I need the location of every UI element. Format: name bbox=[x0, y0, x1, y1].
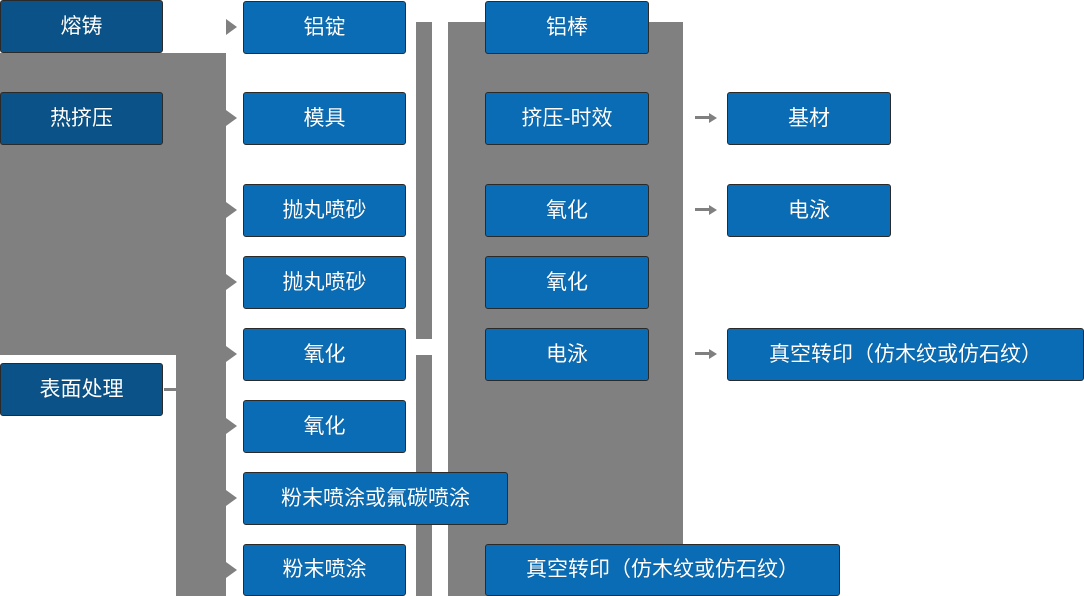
left-backbone-lower bbox=[176, 355, 226, 596]
connector-to-dianyong2 bbox=[695, 208, 709, 211]
node-fenmo-pentu-huotan[interactable]: 粉末喷涂或氟碳喷涂 bbox=[243, 472, 508, 525]
arrow-down-rongzhu-rejiya bbox=[70, 74, 86, 85]
node-fenmo-pentu-label: 粉末喷涂 bbox=[282, 558, 367, 582]
node-zhenkong-zhuanyin-2[interactable]: 真空转印（仿木纹或仿石纹） bbox=[727, 328, 1084, 381]
connector-to-jicai bbox=[695, 116, 709, 119]
tick-line-4 bbox=[432, 245, 452, 248]
tick-line-3 bbox=[432, 181, 452, 184]
arrow-down-to-biaomian bbox=[70, 330, 86, 341]
node-lubang[interactable]: 铝棒 bbox=[485, 1, 649, 54]
node-yanghua-1[interactable]: 氧化 bbox=[243, 328, 406, 381]
node-yanghua-3[interactable]: 氧化 bbox=[485, 184, 649, 237]
node-zhenkong-zhuanyin-1-label: 真空转印（仿木纹或仿石纹） bbox=[526, 558, 799, 582]
connector-biaomian-to-backbone bbox=[164, 388, 186, 391]
node-jiya-shixiao-label: 挤压-时效 bbox=[521, 106, 613, 130]
arrow-right-to-yanghua1 bbox=[226, 346, 237, 362]
node-lubang-label: 铝棒 bbox=[546, 15, 588, 39]
arrow-right-to-paowan1 bbox=[226, 202, 237, 218]
node-yanghua-1-label: 氧化 bbox=[303, 342, 346, 366]
node-dianyong-1[interactable]: 电泳 bbox=[485, 328, 649, 381]
node-paowan-penisha-2-label: 抛丸喷砂 bbox=[282, 270, 367, 294]
node-yanghua-2-label: 氧化 bbox=[303, 414, 346, 438]
node-yanghua-4-label: 氧化 bbox=[546, 270, 588, 294]
arrowhead-to-zhenkong2 bbox=[709, 349, 717, 359]
arrow-right-to-yanghua2 bbox=[226, 418, 237, 434]
node-fenmo-pentu[interactable]: 粉末喷涂 bbox=[243, 544, 406, 596]
node-dianyong-2-label: 电泳 bbox=[788, 198, 830, 222]
node-yanghua-2[interactable]: 氧化 bbox=[243, 400, 406, 453]
node-rongzhu[interactable]: 熔铸 bbox=[0, 0, 163, 53]
node-rongzhu-label: 熔铸 bbox=[60, 14, 103, 38]
arrowhead-to-dianyong2 bbox=[709, 205, 717, 215]
node-biaomian-chuli[interactable]: 表面处理 bbox=[0, 363, 163, 416]
node-rejiya-label: 热挤压 bbox=[50, 106, 113, 130]
mid-bar-upper bbox=[416, 22, 432, 339]
node-yanghua-3-label: 氧化 bbox=[546, 198, 588, 222]
node-jicai-label: 基材 bbox=[788, 106, 830, 130]
connector-to-zhenkong2 bbox=[695, 352, 709, 355]
node-yanghua-4[interactable]: 氧化 bbox=[485, 256, 649, 309]
node-jicai[interactable]: 基材 bbox=[727, 92, 891, 145]
arrowhead-to-jicai bbox=[709, 113, 717, 123]
node-dianyong-2[interactable]: 电泳 bbox=[727, 184, 891, 237]
tick-line-6 bbox=[432, 352, 452, 355]
tick-line-5 bbox=[432, 297, 452, 300]
tick-line-1 bbox=[432, 22, 452, 25]
arrow-right-to-ludi bbox=[226, 19, 237, 35]
tick-line-7 bbox=[432, 565, 452, 568]
node-paowan-penisha-1-label: 抛丸喷砂 bbox=[282, 198, 367, 222]
node-zhenkong-zhuanyin-2-label: 真空转印（仿木纹或仿石纹） bbox=[769, 342, 1042, 366]
node-dianyong-1-label: 电泳 bbox=[546, 342, 588, 366]
node-muju-label: 模具 bbox=[303, 106, 346, 130]
node-paowan-penisha-2[interactable]: 抛丸喷砂 bbox=[243, 256, 406, 309]
tick-line-2 bbox=[432, 101, 452, 104]
arrow-right-to-fenmo1 bbox=[226, 490, 237, 506]
node-muju[interactable]: 模具 bbox=[243, 92, 406, 145]
node-ludi[interactable]: 铝锭 bbox=[243, 1, 406, 54]
arrow-right-to-fenmo2 bbox=[226, 562, 237, 578]
arrow-right-to-muju bbox=[226, 110, 237, 126]
node-jiya-shixiao[interactable]: 挤压-时效 bbox=[485, 92, 649, 145]
node-rejiya[interactable]: 热挤压 bbox=[0, 92, 163, 145]
node-fenmo-pentu-huotan-label: 粉末喷涂或氟碳喷涂 bbox=[281, 486, 470, 510]
node-ludi-label: 铝锭 bbox=[303, 15, 346, 39]
arrow-right-to-paowan2 bbox=[226, 274, 237, 290]
node-zhenkong-zhuanyin-1[interactable]: 真空转印（仿木纹或仿石纹） bbox=[485, 544, 840, 596]
node-paowan-penisha-1[interactable]: 抛丸喷砂 bbox=[243, 184, 406, 237]
node-biaomian-chuli-label: 表面处理 bbox=[39, 377, 124, 401]
